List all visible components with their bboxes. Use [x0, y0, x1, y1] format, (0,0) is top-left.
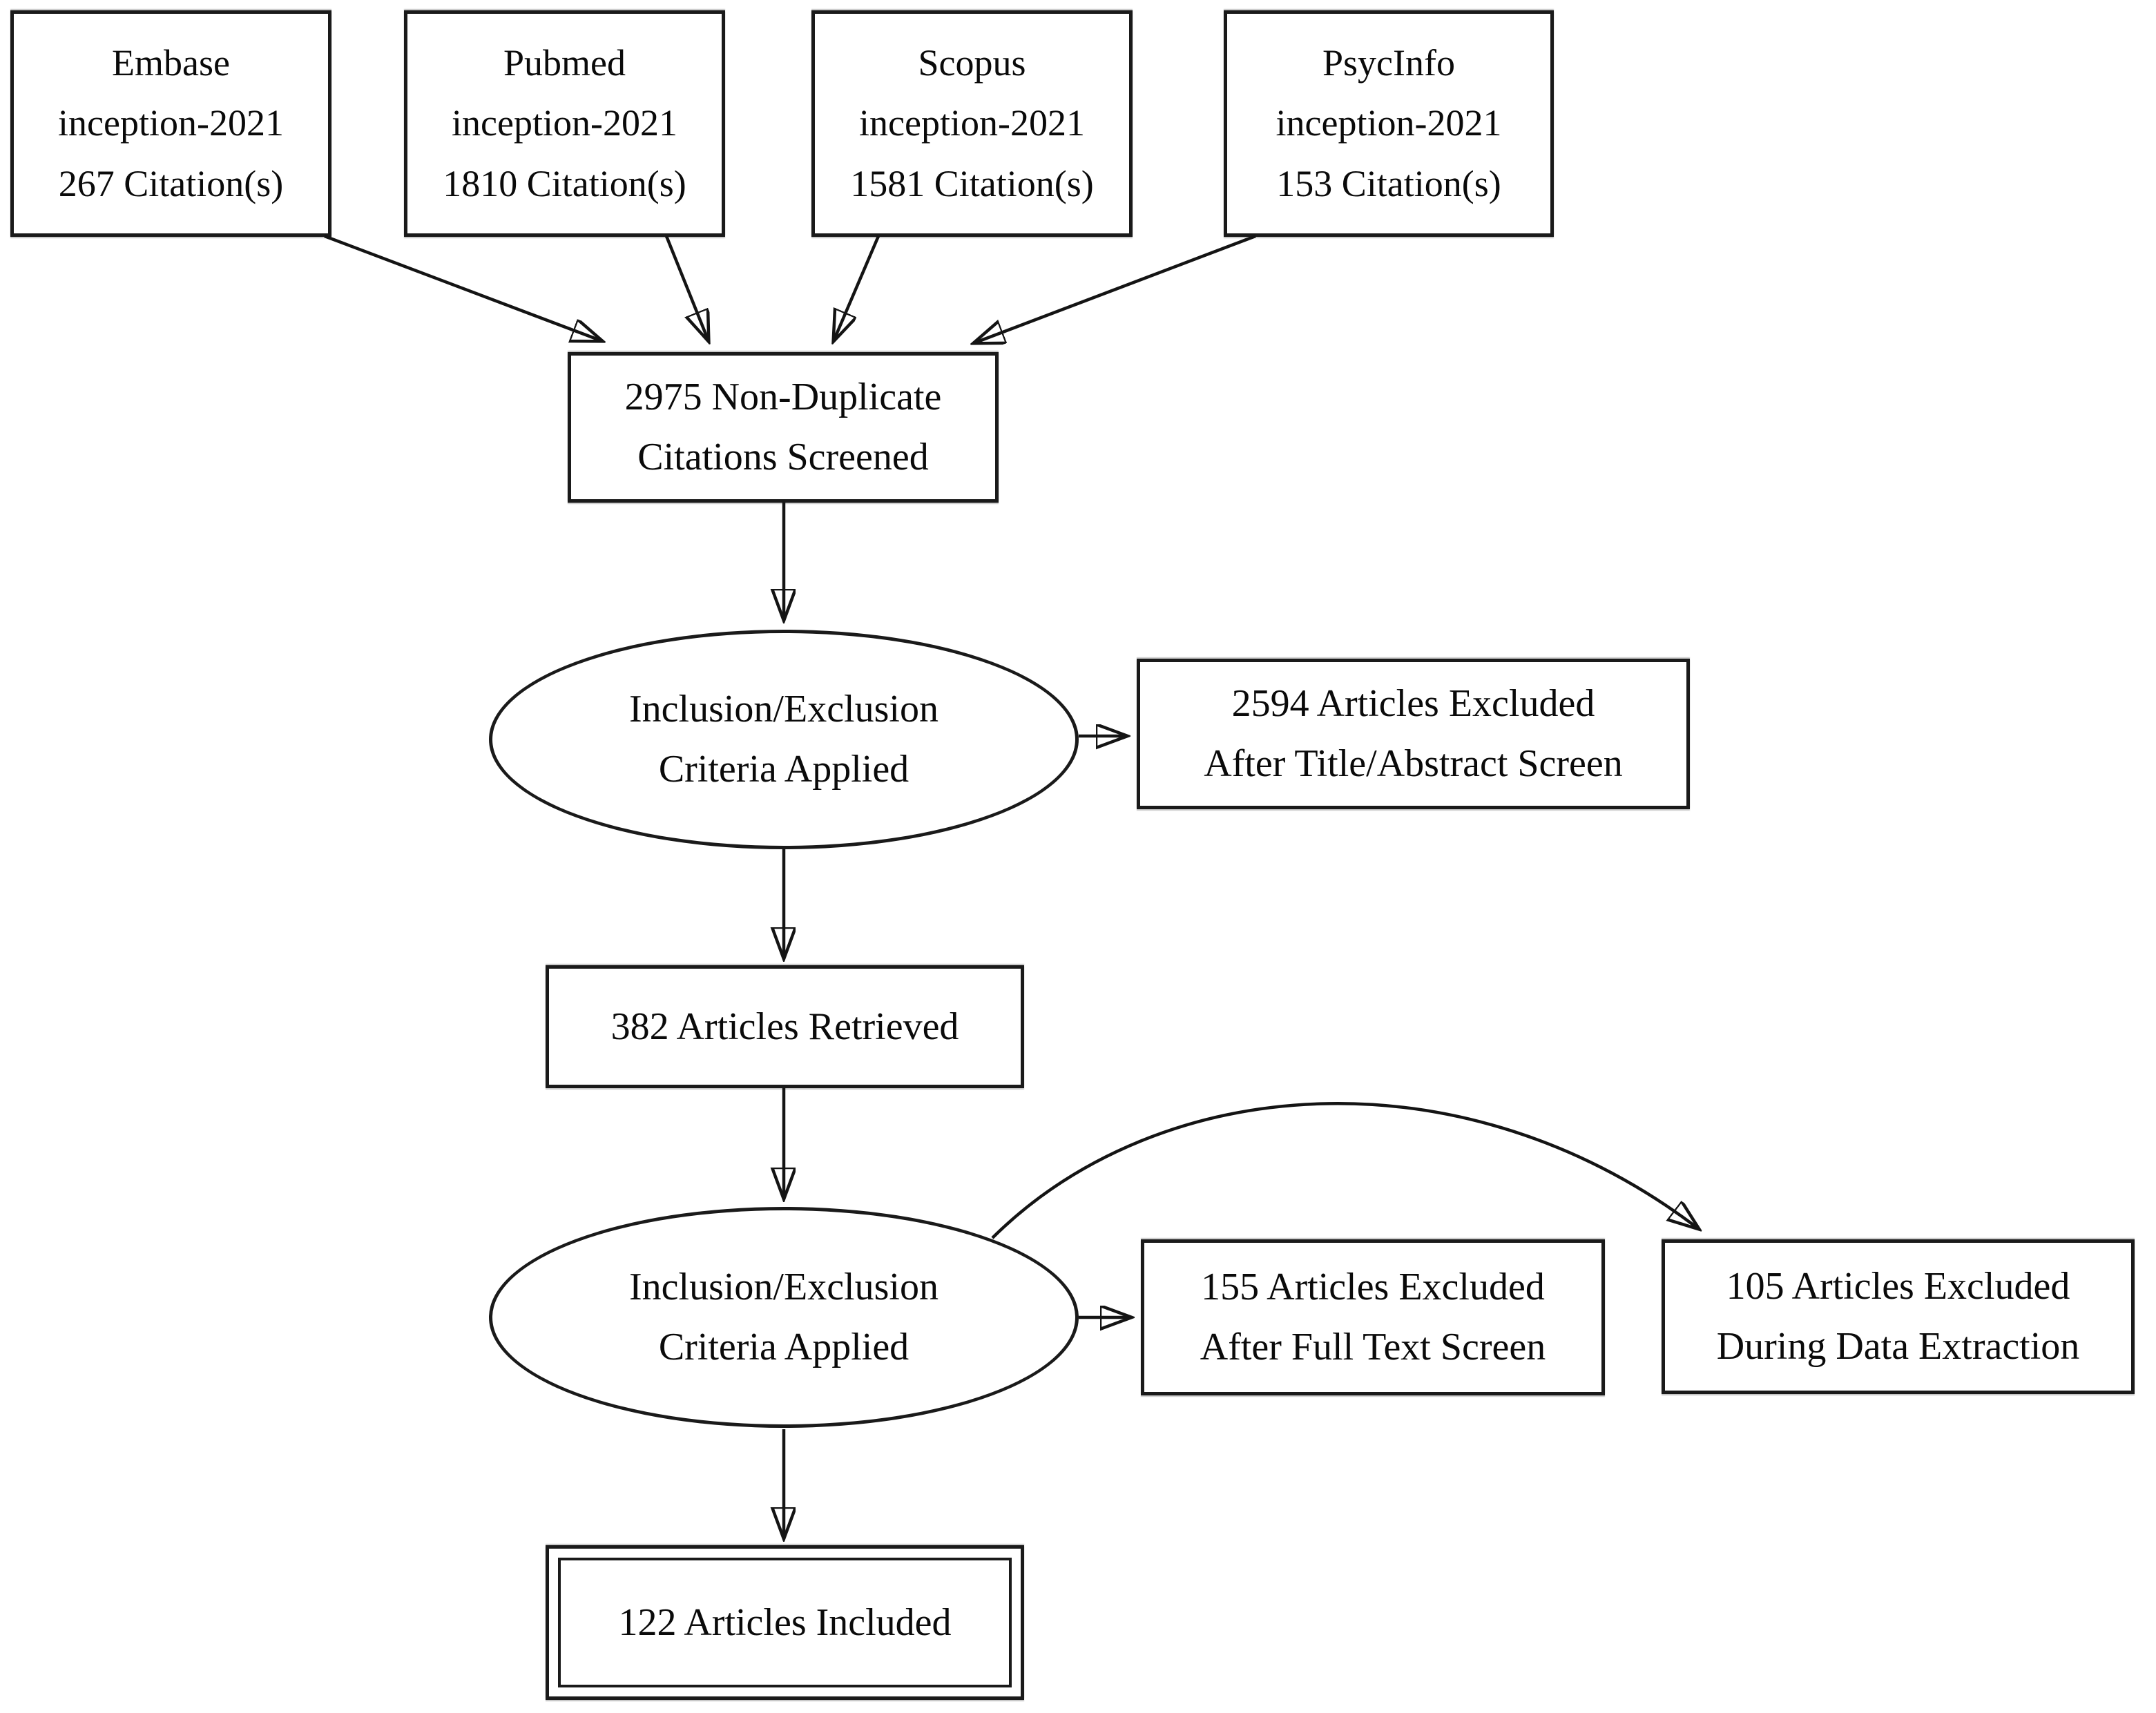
criteria-ellipse-first: Inclusion/Exclusion Criteria Applied [489, 630, 1079, 849]
source-range: inception-2021 [452, 102, 677, 144]
source-box-pubmed: Pubmed inception-2021 1810 Citation(s) [404, 10, 725, 237]
arrow-pubmed-to-screened [664, 235, 709, 341]
included-box: 122 Articles Included [546, 1545, 1024, 1700]
source-range: inception-2021 [58, 102, 284, 144]
excluded-de-line2: During Data Extraction [1716, 1325, 2080, 1368]
source-box-embase: Embase inception-2021 267 Citation(s) [10, 10, 331, 237]
arrow-psycinfo-to-screened [974, 234, 1256, 343]
excluded-title-abstract-box: 2594 Articles Excluded After Title/Abstr… [1137, 659, 1690, 809]
source-box-psycinfo: PsycInfo inception-2021 153 Citation(s) [1224, 10, 1554, 237]
excluded-ft-line1: 155 Articles Excluded [1201, 1266, 1545, 1309]
criteria-line1: Inclusion/Exclusion [629, 1266, 939, 1309]
excluded-ft-line2: After Full Text Screen [1200, 1326, 1546, 1368]
source-range: inception-2021 [859, 102, 1085, 144]
source-box-scopus: Scopus inception-2021 1581 Citation(s) [811, 10, 1133, 237]
source-name: Scopus [918, 41, 1026, 84]
excluded-ta-line2: After Title/Abstract Screen [1204, 742, 1623, 785]
criteria-line2: Criteria Applied [658, 1326, 909, 1368]
retrieved-box: 382 Articles Retrieved [546, 965, 1024, 1088]
arrow-criteria2-to-excluded-de [991, 1102, 1699, 1239]
source-citations: 267 Citation(s) [58, 162, 284, 204]
source-name: Embase [112, 41, 230, 84]
excluded-ta-line1: 2594 Articles Excluded [1231, 682, 1595, 726]
arrow-embase-to-screened [324, 234, 602, 341]
source-citations: 1581 Citation(s) [850, 162, 1094, 204]
source-name: Pubmed [503, 41, 626, 84]
excluded-de-line1: 105 Articles Excluded [1726, 1265, 2070, 1308]
criteria-ellipse-second: Inclusion/Exclusion Criteria Applied [489, 1207, 1079, 1428]
screened-line1: 2975 Non-Duplicate [624, 376, 942, 419]
source-citations: 153 Citation(s) [1276, 162, 1501, 204]
source-name: PsycInfo [1322, 41, 1455, 84]
criteria-line2: Criteria Applied [658, 748, 909, 791]
arrow-scopus-to-screened [834, 235, 880, 341]
excluded-full-text-box: 155 Articles Excluded After Full Text Sc… [1141, 1239, 1605, 1395]
excluded-data-extraction-box: 105 Articles Excluded During Data Extrac… [1662, 1239, 2135, 1394]
included-inner-border: 122 Articles Included [558, 1558, 1012, 1687]
retrieved-text: 382 Articles Retrieved [610, 1005, 959, 1048]
screened-line2: Citations Screened [637, 436, 929, 478]
included-text: 122 Articles Included [618, 1601, 952, 1644]
screened-box: 2975 Non-Duplicate Citations Screened [568, 352, 999, 503]
criteria-line1: Inclusion/Exclusion [629, 688, 939, 731]
source-range: inception-2021 [1276, 102, 1502, 144]
source-citations: 1810 Citation(s) [443, 162, 686, 204]
